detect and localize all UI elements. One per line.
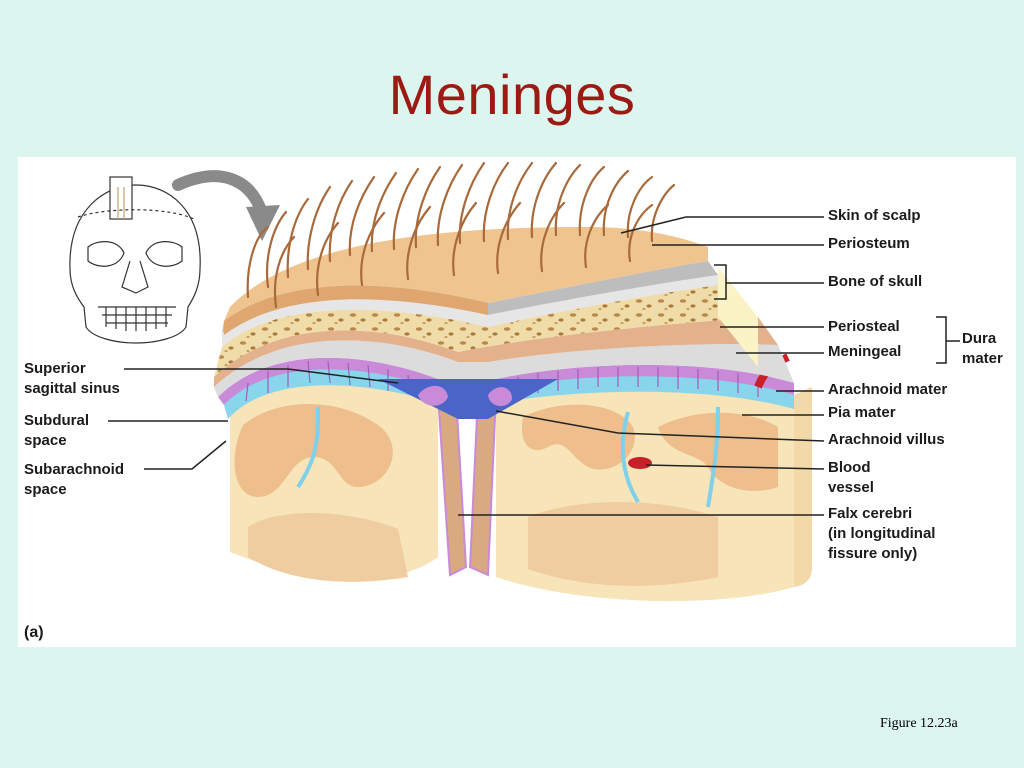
label-dura-mater: Dura mater (962, 329, 1003, 369)
meninges-diagram-panel: Skin of scalp Periosteum Bone of skull P… (18, 157, 1016, 647)
label-bone-of-skull: Bone of skull (828, 272, 922, 292)
label-arachnoid-mater: Arachnoid mater (828, 380, 947, 400)
label-meningeal: Meningeal (828, 342, 901, 362)
meninges-illustration (18, 157, 1016, 647)
panel-label: (a) (24, 623, 44, 643)
label-skin-of-scalp: Skin of scalp (828, 206, 921, 226)
skull-thumbnail (70, 177, 200, 343)
label-arachnoid-villus: Arachnoid villus (828, 430, 945, 450)
figure-caption: Figure 12.23a (880, 716, 958, 732)
label-subdural-space: Subdural space (24, 411, 89, 451)
label-subarachnoid-space: Subarachnoid space (24, 460, 124, 500)
label-superior-sagittal-sinus: Superior sagittal sinus (24, 359, 120, 399)
slide-title: Meninges (0, 62, 1024, 127)
label-pia-mater: Pia mater (828, 403, 896, 423)
blood-vessel-shape (628, 457, 652, 469)
label-periosteal: Periosteal (828, 317, 900, 337)
label-periosteum: Periosteum (828, 234, 910, 254)
falx-cerebri-shape (438, 395, 466, 575)
arrow-head-icon (246, 205, 280, 241)
brain-cross-section (230, 376, 794, 602)
label-falx-cerebri: Falx cerebri (in longitudinal fissure on… (828, 504, 935, 564)
label-blood-vessel: Blood vessel (828, 458, 874, 498)
